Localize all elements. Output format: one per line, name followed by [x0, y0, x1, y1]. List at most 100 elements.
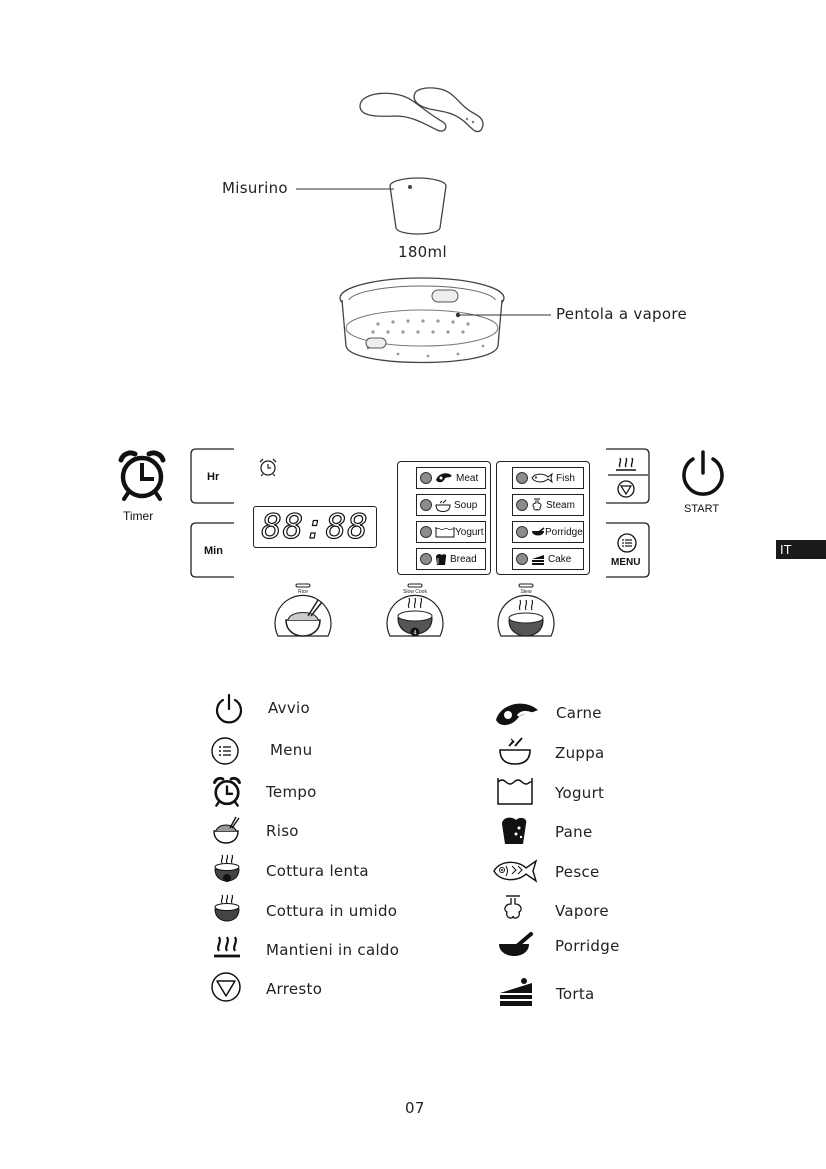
dial-label: Slow Cook — [403, 589, 427, 595]
program-label: Bread — [450, 553, 477, 565]
soup-icon — [499, 737, 531, 765]
menu-icon — [211, 737, 239, 765]
program-label: Soup — [454, 499, 478, 511]
rice-spoons-illustration — [359, 87, 484, 133]
keep-warm-stop-button[interactable] — [604, 448, 650, 504]
power-icon[interactable] — [679, 449, 727, 497]
dial-stew[interactable]: Stew — [495, 580, 557, 642]
dial-rice[interactable]: Rice — [272, 580, 334, 642]
program-label: Steam — [546, 499, 575, 511]
stop-icon — [617, 480, 635, 498]
steamer-label: Pentola a vapore — [556, 305, 688, 323]
stew-icon — [214, 894, 240, 922]
power-icon — [215, 693, 243, 724]
dial-slow-cook[interactable]: 4 Slow Cook — [384, 580, 446, 642]
cup-label: Misurino — [222, 179, 288, 197]
cup-leader-line — [296, 188, 394, 190]
menu-button[interactable] — [604, 522, 650, 578]
legend-label: Avvio — [268, 699, 310, 717]
program-bread-button[interactable]: Bread — [416, 548, 486, 570]
menu-icon — [617, 533, 637, 553]
menu-label: MENU — [611, 557, 641, 568]
program-yogurt-button[interactable]: Yogurt — [416, 521, 486, 543]
keep-warm-icon — [616, 457, 636, 471]
keep-warm-icon — [214, 936, 240, 958]
start-label: START — [684, 503, 720, 515]
slow-cook-icon — [214, 854, 240, 882]
cake-icon — [532, 555, 544, 565]
language-tab: IT — [776, 540, 826, 559]
alarm-clock-icon — [213, 776, 241, 807]
legend-label: Carne — [556, 704, 602, 722]
fish-icon — [531, 472, 553, 484]
program-fish-button[interactable]: Fish — [512, 467, 584, 489]
program-group-left — [397, 461, 491, 575]
program-label: Cake — [548, 553, 572, 565]
time-display: 88:88 — [253, 506, 377, 548]
led-indicator — [420, 499, 432, 511]
hr-button[interactable]: Hr — [207, 471, 220, 483]
legend-label: Yogurt — [555, 784, 605, 802]
yogurt-icon — [435, 527, 455, 538]
led-indicator — [516, 472, 528, 484]
cake-icon — [500, 978, 532, 1006]
led-indicator — [420, 553, 432, 565]
cup-volume: 180ml — [398, 243, 447, 261]
legend-label: Pane — [555, 823, 593, 841]
steamer-basket-illustration — [339, 277, 505, 364]
legend-label: Cottura lenta — [266, 862, 369, 880]
steam-icon — [532, 498, 542, 511]
time-display-value: 88:88 — [261, 506, 369, 547]
steamer-leader-line — [455, 312, 551, 318]
legend-label: Tempo — [266, 783, 317, 801]
fish-icon — [493, 859, 538, 883]
porridge-icon — [532, 526, 545, 535]
led-indicator — [516, 526, 528, 538]
min-button[interactable]: Min — [204, 545, 223, 557]
porridge-icon — [499, 932, 533, 956]
program-label: Yogurt — [455, 526, 484, 538]
small-alarm-clock-icon — [259, 458, 277, 477]
soup-icon — [435, 499, 451, 512]
program-cake-button[interactable]: Cake — [512, 548, 584, 570]
program-soup-button[interactable]: Soup — [416, 494, 486, 516]
stop-icon — [211, 972, 241, 1002]
program-group-right — [496, 461, 590, 575]
led-indicator — [516, 553, 528, 565]
program-label: Meat — [456, 472, 479, 484]
page-number: 07 — [405, 1099, 425, 1117]
yogurt-icon — [497, 778, 533, 805]
legend-label: Mantieni in caldo — [266, 941, 400, 959]
bread-icon — [502, 817, 527, 844]
alarm-clock-icon[interactable] — [115, 450, 169, 502]
legend-label: Zuppa — [555, 744, 605, 762]
legend-label: Riso — [266, 822, 299, 840]
led-indicator — [420, 472, 432, 484]
legend-label: Arresto — [266, 980, 323, 998]
timer-label: Timer — [123, 509, 154, 523]
rice-bowl-icon — [213, 816, 240, 844]
program-label: Fish — [556, 472, 575, 484]
legend-label: Pesce — [555, 863, 600, 881]
bread-icon — [436, 553, 447, 565]
led-indicator — [420, 526, 432, 538]
legend-label: Menu — [270, 741, 313, 759]
measuring-cup-illustration — [389, 177, 447, 235]
legend-label: Cottura in umido — [266, 902, 398, 920]
legend-label: Vapore — [555, 902, 609, 920]
svg-text:4: 4 — [413, 631, 417, 637]
led-indicator — [516, 499, 528, 511]
hr-button-frame — [190, 448, 234, 504]
min-button-frame — [190, 522, 234, 578]
program-porridge-button[interactable]: Porridge — [512, 521, 584, 543]
legend-label: Porridge — [555, 937, 620, 955]
dial-label: Rice — [297, 589, 308, 595]
program-label: Porridge — [545, 526, 583, 538]
legend-label: Torta — [556, 985, 595, 1003]
steam-icon — [504, 895, 522, 919]
meat-icon — [496, 703, 538, 726]
meat-icon — [436, 473, 452, 483]
dial-label: Stew — [520, 589, 532, 595]
program-meat-button[interactable]: Meat — [416, 467, 486, 489]
program-steam-button[interactable]: Steam — [512, 494, 584, 516]
